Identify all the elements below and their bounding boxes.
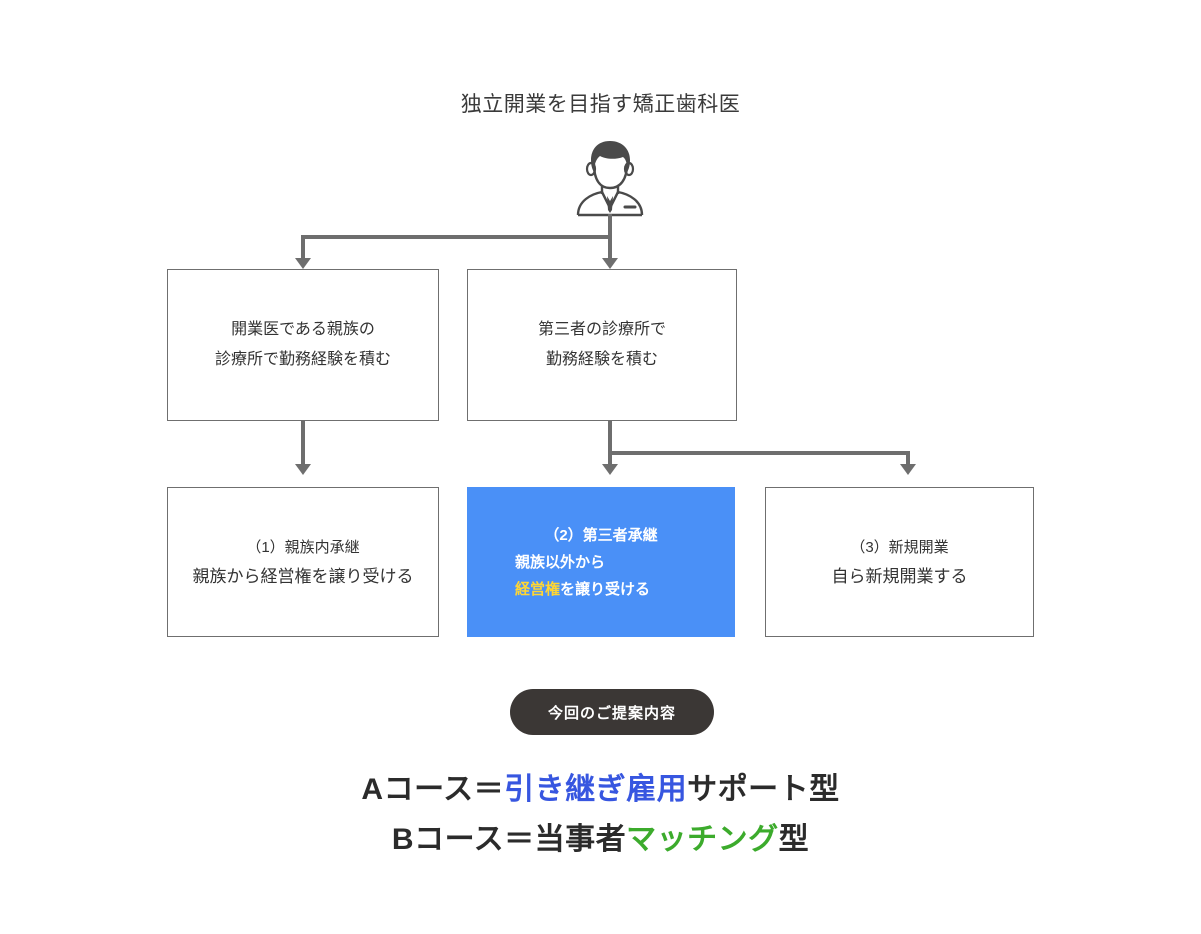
connector-left-box-to-option1 <box>301 421 305 466</box>
course-a-line: Aコース＝引き継ぎ雇用サポート型 <box>0 764 1201 808</box>
body-line2-rest: を譲り受ける <box>560 580 651 598</box>
arrowhead-to-option3 <box>900 464 916 475</box>
box-third-party-clinic-experience: 第三者の診療所で 勤務経験を積む <box>467 269 737 421</box>
box-heading: （1）親族内承継 <box>246 538 360 556</box>
box-option1-family-succession: （1）親族内承継 親族から経営権を譲り受ける <box>167 487 439 637</box>
arrowhead-to-left-box <box>295 258 311 269</box>
box-body: 自ら新規開業する <box>831 566 968 586</box>
course-a-prefix: Aコース＝ <box>361 773 505 806</box>
course-b-line: Bコース＝当事者マッチング型 <box>0 814 1201 858</box>
course-a-highlight: 引き継ぎ雇用 <box>504 773 688 806</box>
box-option2-third-party-succession: （2）第三者承継 親族以外から 経営権を譲り受ける <box>467 487 735 637</box>
box-option3-new-practice: （3）新規開業 自ら新規開業する <box>765 487 1034 637</box>
connector-to-option2 <box>608 451 612 466</box>
highlight-management-rights: 経営権 <box>515 580 561 598</box>
box-line: 勤務経験を積む <box>545 351 658 368</box>
box-body-line1: 親族以外から <box>515 553 606 571</box>
connector-to-left-box <box>301 235 305 261</box>
arrowhead-to-option2 <box>602 464 618 475</box>
box-heading: （2）第三者承継 <box>544 526 658 544</box>
proposal-pill-badge: 今回のご提案内容 <box>510 689 714 735</box>
box-line: 開業医である親族の <box>231 321 375 338</box>
course-b-prefix: Bコース＝当事者 <box>391 823 627 856</box>
course-a-suffix: サポート型 <box>687 773 840 806</box>
connector-level2-horizontal <box>608 451 910 455</box>
box-body: 親族から経営権を譲り受ける <box>192 566 414 586</box>
connector-icon-stem <box>608 214 612 239</box>
connector-to-option3 <box>906 451 910 466</box>
arrowhead-to-right-box <box>602 258 618 269</box>
course-b-suffix: 型 <box>778 823 810 856</box>
arrowhead-to-option1 <box>295 464 311 475</box>
connector-right-box-stem <box>608 421 612 453</box>
box-line: 診療所で勤務経験を積む <box>214 351 391 368</box>
course-b-highlight: マッチング <box>626 823 779 856</box>
box-body-line2: 経営権を譲り受ける <box>467 576 735 603</box>
connector-level1-horizontal <box>301 235 610 239</box>
box-heading: （3）新規開業 <box>850 538 949 556</box>
box-family-clinic-experience: 開業医である親族の 診療所で勤務経験を積む <box>167 269 439 421</box>
connector-to-right-box <box>608 235 612 261</box>
dentist-person-icon <box>571 138 649 218</box>
page-title: 独立開業を目指す矯正歯科医 <box>460 93 741 116</box>
box-line: 第三者の診療所で <box>537 321 666 338</box>
